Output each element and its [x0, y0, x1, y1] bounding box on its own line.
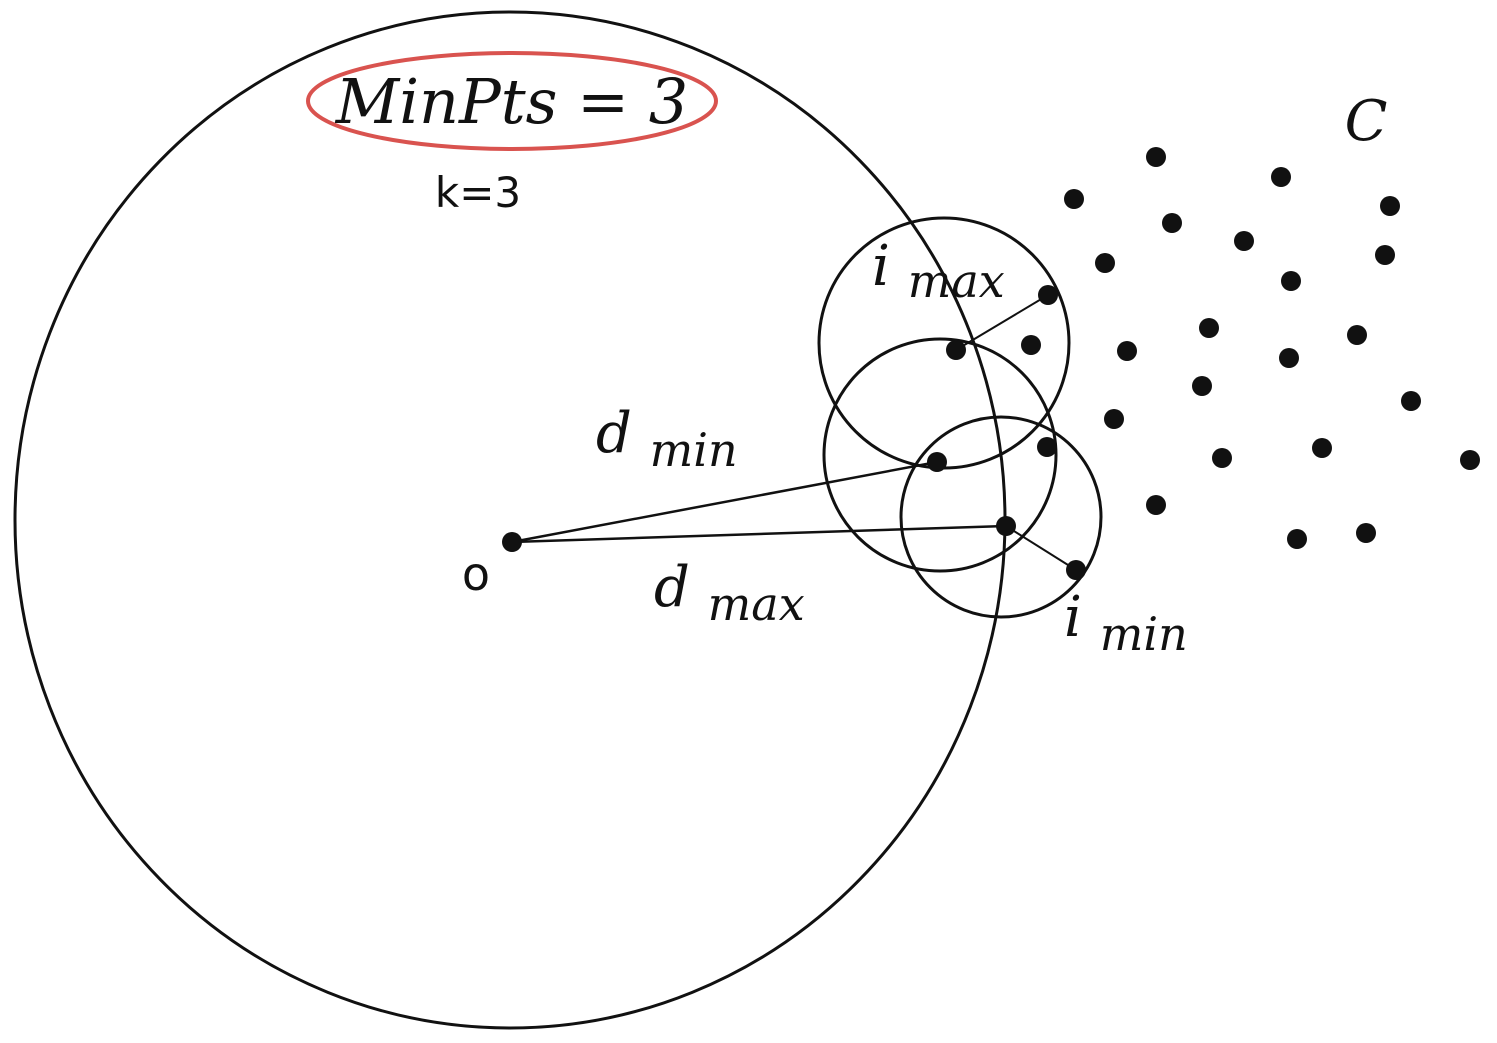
cluster-c-points: [1064, 147, 1480, 549]
neighbor-point-dmin: [927, 452, 947, 472]
cluster-point: [1234, 231, 1254, 251]
cluster-point: [1117, 341, 1137, 361]
d-max-line: [511, 524, 1007, 544]
d-max-base: d: [654, 555, 690, 620]
cluster-point: [1312, 438, 1332, 458]
large-neighborhood-circle: [13, 10, 1007, 1030]
cluster-point: [1380, 196, 1400, 216]
d-max-subscript: max: [708, 577, 805, 631]
cluster-point: [1287, 529, 1307, 549]
k-label: k=3: [435, 168, 521, 217]
cluster-point: [1162, 213, 1182, 233]
d-min-base: d: [596, 401, 632, 466]
neighbor-point-imin: [1066, 560, 1086, 580]
neighbor-point-imax: [1038, 285, 1058, 305]
cluster-point: [1281, 271, 1301, 291]
point-o: [502, 532, 522, 552]
cluster-label: C: [1345, 89, 1388, 154]
d-min-subscript: min: [650, 423, 738, 477]
cluster-point: [1375, 245, 1395, 265]
cluster-point: [1401, 391, 1421, 411]
i-max-subscript: max: [908, 254, 1005, 308]
cluster-point: [1095, 253, 1115, 273]
cluster-point: [1212, 448, 1232, 468]
neighborhood-circle-middle: [822, 337, 1058, 573]
neighborhood-circle-bottom: [899, 415, 1103, 619]
i-min-subscript: min: [1100, 607, 1188, 661]
i-max-radius-line: [955, 294, 1049, 351]
i-max-base: i: [872, 234, 890, 299]
minpts-highlight-ellipse: [306, 51, 718, 151]
cluster-point: [1192, 376, 1212, 396]
cluster-point: [1271, 167, 1291, 187]
d-min-line: [511, 460, 938, 544]
cluster-point: [1104, 409, 1124, 429]
neighbor-point: [946, 340, 966, 360]
cluster-point: [1347, 325, 1367, 345]
i-min-base: i: [1064, 585, 1082, 650]
cluster-point: [1146, 147, 1166, 167]
cluster-point: [1064, 189, 1084, 209]
d-min-label: d min: [596, 401, 738, 477]
cluster-point: [1356, 523, 1376, 543]
neighbor-point-dmax: [996, 516, 1016, 536]
cluster-point: [1279, 348, 1299, 368]
cluster-point: [1460, 450, 1480, 470]
cluster-point: [1146, 495, 1166, 515]
minpts-label: MinPts = 3: [335, 65, 689, 138]
i-min-label: i min: [1064, 585, 1188, 661]
i-min-radius-line: [1005, 525, 1077, 571]
cluster-point: [1199, 318, 1219, 338]
neighbor-point: [1037, 437, 1057, 457]
d-max-label: d max: [654, 555, 805, 631]
neighbor-point: [1021, 335, 1041, 355]
i-max-label: i max: [872, 234, 1005, 308]
origin-label: o: [462, 547, 490, 601]
